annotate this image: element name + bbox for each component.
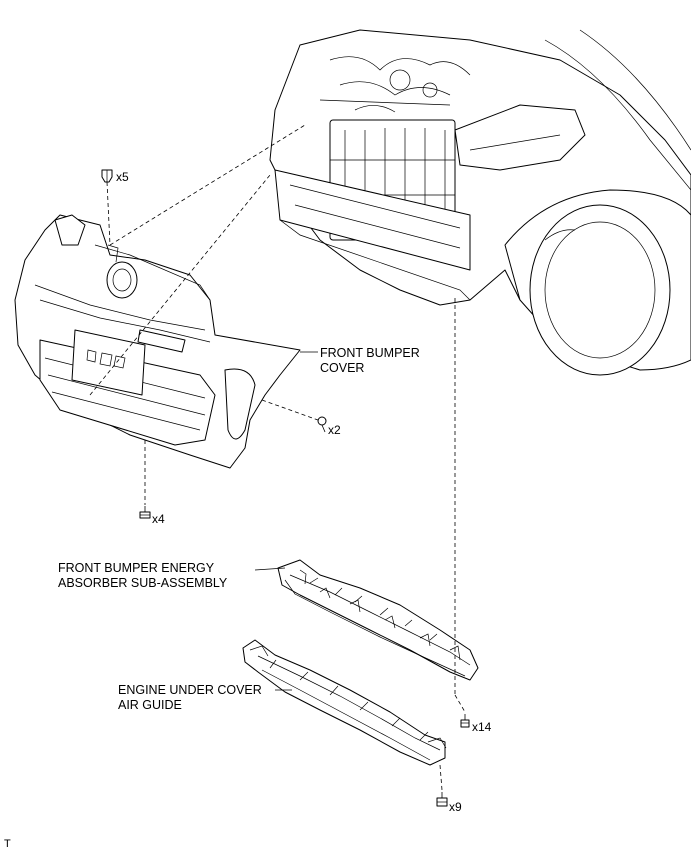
energy-absorber-part — [277, 559, 479, 681]
label-line: FRONT BUMPER ENERGY — [58, 561, 215, 575]
label-line: ENGINE UNDER COVER — [118, 683, 262, 697]
engine-under-cover-label: ENGINE UNDER COVER AIR GUIDE — [118, 683, 262, 713]
front-bumper-cover-label: FRONT BUMPER COVER — [320, 346, 420, 376]
qty-bolt-bottom: x4 — [152, 512, 165, 526]
leader-lines — [254, 351, 318, 691]
qty-screw-side: x2 — [328, 423, 341, 437]
qty-clip-air-guide: x9 — [449, 800, 462, 814]
footer-mark: T — [4, 838, 11, 850]
air-guide-part — [242, 639, 447, 766]
clip-icon — [436, 792, 448, 807]
assembly-lines — [89, 124, 466, 791]
screw-icon — [317, 416, 327, 433]
bolt-icon — [139, 506, 151, 519]
label-line: COVER — [320, 361, 365, 375]
energy-absorber-label: FRONT BUMPER ENERGY ABSORBER SUB-ASSEMBL… — [58, 561, 227, 591]
front-bumper-cover-part — [14, 214, 301, 469]
label-line: ABSORBER SUB-ASSEMBLY — [58, 576, 228, 590]
bolt-icon — [460, 714, 470, 728]
vehicle-front-body — [269, 29, 691, 376]
qty-clip-top: x5 — [116, 170, 129, 184]
qty-bolt-absorber: x14 — [472, 720, 492, 734]
clip-icon — [101, 169, 113, 183]
label-line: FRONT BUMPER — [320, 346, 420, 360]
label-line: AIR GUIDE — [118, 698, 182, 712]
